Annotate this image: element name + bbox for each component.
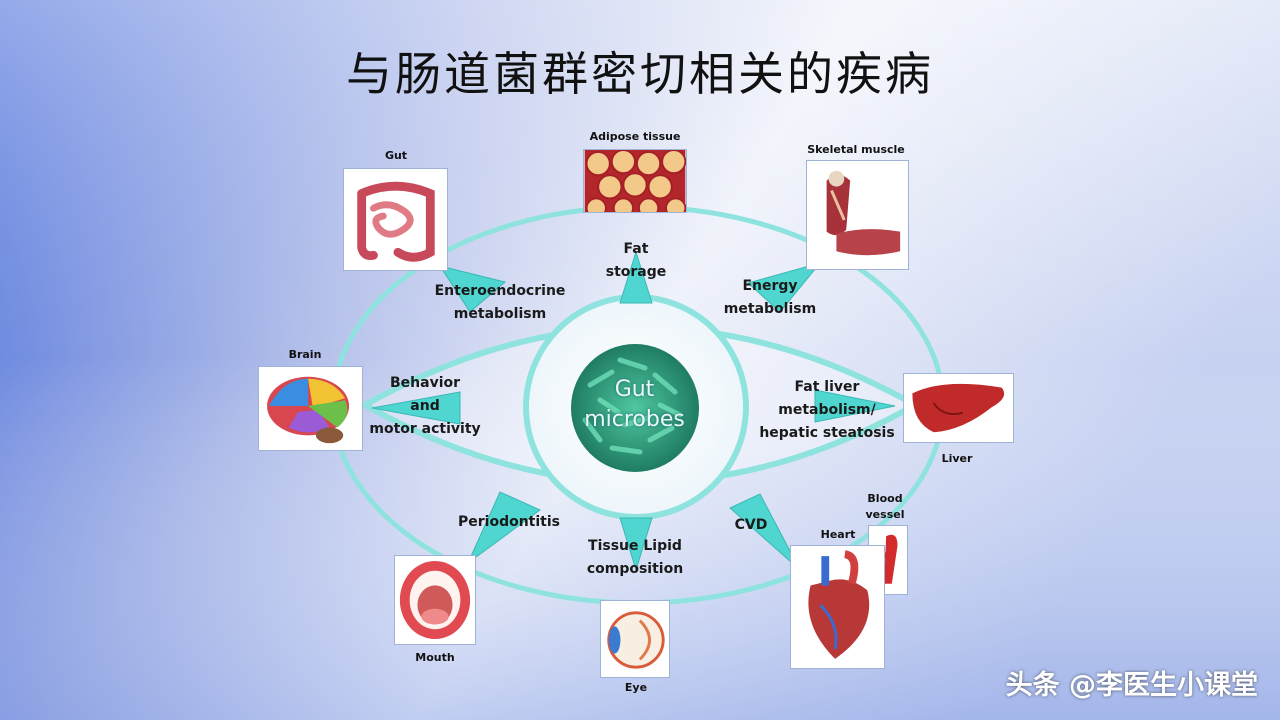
brain-icon bbox=[267, 376, 350, 444]
brain-image bbox=[258, 366, 363, 451]
label-fat-liver: Fat liver metabolism/ hepatic steatosis bbox=[759, 379, 895, 441]
organ-label-gut: Gut bbox=[384, 149, 408, 162]
arm-muscle-icon bbox=[826, 170, 901, 256]
eyeball-icon bbox=[607, 611, 665, 669]
arrow-fat-storage bbox=[619, 250, 653, 304]
organ-label-adipose: Adipose tissue bbox=[589, 130, 681, 143]
organ-label-heart: Heart bbox=[820, 528, 856, 541]
label-energy: Energy metabolism bbox=[723, 278, 817, 317]
eye-image bbox=[600, 600, 670, 678]
muscle-image bbox=[806, 160, 909, 270]
gut-microbes-label: Gut microbes bbox=[584, 377, 685, 432]
arrow-energy bbox=[746, 262, 822, 313]
slide-title: 与肠道菌群密切相关的疾病 bbox=[346, 47, 934, 101]
liver-icon bbox=[912, 383, 1005, 433]
label-fat-storage: Fat storage bbox=[605, 241, 667, 280]
organ-label-muscle: Skeletal muscle bbox=[807, 143, 905, 156]
arrow-fat-liver bbox=[814, 389, 896, 423]
arrow-tissue-lipid bbox=[619, 517, 653, 572]
arrow-enteroendocrine bbox=[438, 265, 507, 313]
intestine-icon bbox=[357, 181, 435, 262]
mouth-icon bbox=[399, 560, 471, 640]
organ-label-mouth: Mouth bbox=[415, 651, 455, 664]
label-tissue-lipid: Tissue Lipid composition bbox=[586, 538, 684, 577]
label-enteroendocrine: Enteroendocrine metabolism bbox=[434, 283, 566, 322]
label-behavior: Behavior and motor activity bbox=[369, 375, 481, 437]
heart-image bbox=[790, 545, 885, 669]
watermark: 头条 @李医生小课堂 bbox=[1005, 670, 1258, 701]
arrows bbox=[371, 250, 896, 572]
arrow-behavior bbox=[371, 391, 461, 425]
microbe-rods bbox=[582, 357, 683, 455]
organ-label-eye: Eye bbox=[624, 681, 648, 694]
heart-icon bbox=[808, 550, 870, 659]
organ-label-blood-vessel: Blood vessel bbox=[865, 492, 905, 521]
gut-image bbox=[343, 168, 448, 271]
arrow-periodontitis bbox=[466, 491, 541, 565]
adipose-image bbox=[583, 149, 687, 213]
fat-cells-icon bbox=[584, 150, 686, 212]
mouth-image bbox=[394, 555, 476, 645]
label-periodontitis: Periodontitis bbox=[458, 514, 560, 530]
label-cvd: CVD bbox=[734, 517, 768, 533]
arrow-cvd bbox=[729, 493, 801, 571]
liver-image bbox=[903, 373, 1014, 443]
organ-label-brain: Brain bbox=[288, 348, 322, 361]
organ-label-liver: Liver bbox=[941, 452, 973, 465]
